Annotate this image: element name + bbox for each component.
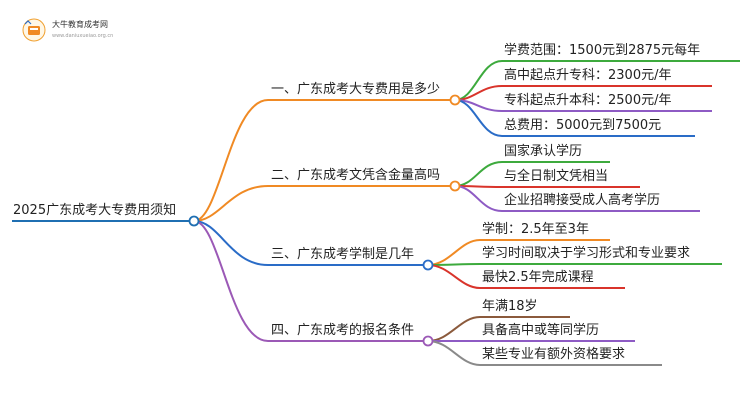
- b4-leaf-1-connector: [427, 316, 481, 342]
- b1-leaf-4: 总费用：5000元到7500元: [504, 118, 662, 133]
- root-branch-3-connector: [193, 220, 269, 266]
- branch-2-node: [449, 180, 461, 192]
- b2-leaf-3: 企业招聘接受成人高考学历: [504, 193, 661, 208]
- b4-leaf-2: 具备高中或等同学历: [482, 323, 600, 338]
- b3-leaf-1-connector: [427, 239, 481, 266]
- branch-4-label: 四、广东成考的报名条件: [271, 323, 415, 338]
- b1-leaf-1-connector: [454, 60, 503, 101]
- b2-leaf-1: 国家承认学历: [504, 144, 583, 159]
- b4-leaf-1: 年满18岁: [482, 299, 538, 314]
- b3-leaf-3: 最快2.5年完成课程: [482, 270, 594, 285]
- logo-url: www.daniuxueiao.org.cn: [52, 33, 114, 39]
- logo-name: 大牛教育成考网: [52, 20, 108, 29]
- branch-1-label: 一、广东成考大专费用是多少: [271, 82, 441, 97]
- b1-leaf-2: 高中起点升专科：2300元/年: [504, 68, 672, 83]
- b4-leaf-3-connector: [427, 340, 481, 366]
- root-branch-4-connector: [193, 220, 269, 342]
- b1-leaf-1: 学费范围：1500元到2875元每年: [504, 43, 701, 58]
- b3-leaf-2-connector: [427, 263, 481, 266]
- logo-badge-icon: [22, 18, 46, 42]
- b4-leaf-3: 某些专业有额外资格要求: [482, 347, 626, 362]
- b2-leaf-1-connector: [454, 161, 503, 187]
- branch-3-label: 三、广东成考学制是几年: [271, 247, 415, 262]
- root-node: [188, 215, 200, 227]
- b3-leaf-2: 学习时间取决于学习形式和专业要求: [482, 246, 691, 261]
- root-topic: 2025广东成考大专费用须知: [13, 203, 177, 218]
- b3-leaf-3-connector: [427, 264, 481, 289]
- root-branch-1-connector: [193, 99, 269, 222]
- b2-leaf-2: 与全日制文凭相当: [504, 169, 609, 184]
- root-branch-2-connector: [193, 185, 269, 222]
- branch-1-node: [449, 94, 461, 106]
- b2-leaf-3-connector: [454, 185, 503, 212]
- b3-leaf-1: 学制：2.5年至3年: [482, 222, 589, 237]
- b1-leaf-3: 专科起点升本科：2500元/年: [504, 93, 672, 108]
- branch-3-node: [422, 259, 434, 271]
- logo: 大牛教育成考网 www.daniuxueiao.org.cn: [22, 18, 132, 46]
- branch-2-label: 二、广东成考文凭含金量高吗: [271, 168, 441, 183]
- branch-4-node: [422, 335, 434, 347]
